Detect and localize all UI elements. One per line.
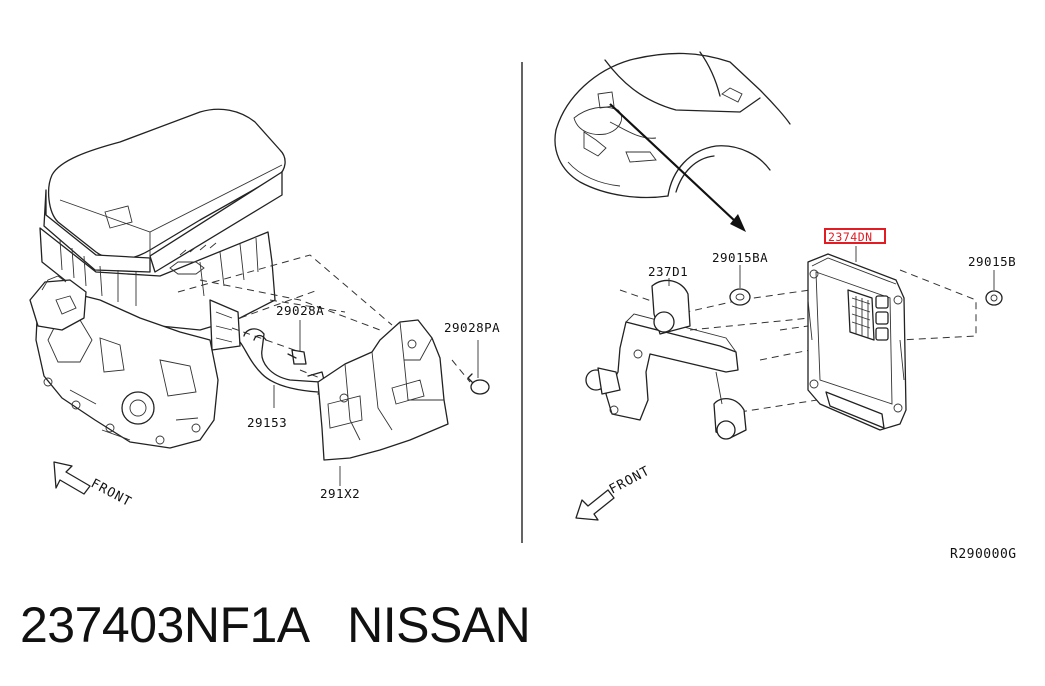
- left-assembly: 29028A 29028PA 29153 291X2 FRONT: [29, 108, 500, 510]
- nut-29015ba: [729, 265, 751, 306]
- callout-29028pa: 29028PA: [444, 320, 500, 335]
- callout-29015b: 29015B: [968, 254, 1016, 269]
- callout-29028a: 29028A: [276, 303, 324, 318]
- engine-inverter-illustration: [29, 108, 286, 449]
- vehicle-front-illustration: [554, 51, 791, 199]
- callout-2374dn: 2374DN: [828, 230, 873, 244]
- part-caption: 237403NF1A NISSAN: [20, 596, 531, 654]
- bolt-29028a: [287, 320, 307, 365]
- bracket-291x2: [317, 319, 449, 486]
- front-arrow-right: FRONT: [575, 464, 653, 521]
- callout-291x2: 291X2: [320, 486, 360, 501]
- part-number: 237403NF1A: [20, 597, 307, 653]
- right-assembly: 237D1 29015BA 2374DN 29015B FRONT: [554, 51, 1016, 521]
- callout-2374dn-highlight: 2374DN: [824, 228, 886, 244]
- clip-29028pa: [467, 340, 490, 395]
- location-pointer-arrow: [609, 103, 746, 232]
- harness-bracket-29153: [239, 328, 327, 408]
- front-label-left: FRONT: [88, 476, 134, 510]
- callout-237d1: 237D1: [648, 264, 688, 279]
- bracket-237d1: [585, 278, 747, 440]
- front-label-right: FRONT: [607, 464, 653, 498]
- diagram-reference-code: R290000G: [950, 547, 1017, 562]
- brand-name: NISSAN: [347, 597, 531, 653]
- front-arrow-left: FRONT: [53, 461, 134, 510]
- callout-29153: 29153: [247, 415, 287, 430]
- callout-29015ba: 29015BA: [712, 250, 768, 265]
- nut-29015b: [985, 270, 1003, 306]
- control-unit-2374dn: [807, 246, 907, 431]
